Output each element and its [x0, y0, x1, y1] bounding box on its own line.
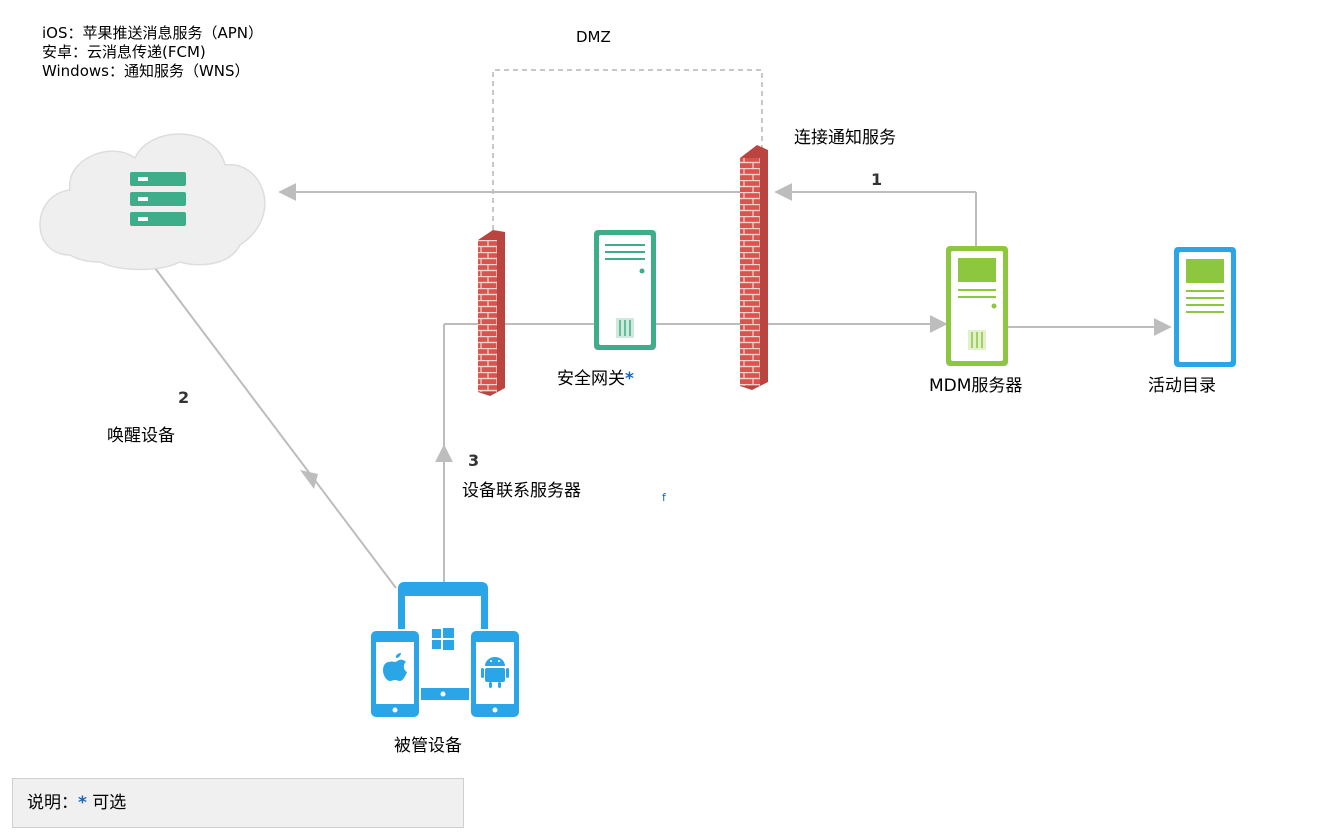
- connect-notification-label: 连接通知服务: [794, 128, 896, 148]
- stray-mark: f: [662, 491, 666, 504]
- mdm-server-icon: [946, 246, 1008, 366]
- note-label: 说明：: [27, 793, 78, 813]
- note-text: 可选: [92, 793, 127, 813]
- active-directory-label: 活动目录: [1148, 376, 1216, 396]
- android-icon: [481, 657, 509, 688]
- legend-windows: Windows：通知服务（WNS）: [42, 62, 250, 80]
- legend-android: 安卓：云消息传递(FCM): [42, 43, 206, 61]
- step-2-label: 2: [178, 388, 190, 407]
- firewall-outer-icon: [740, 145, 768, 390]
- connection-lines: [154, 183, 1172, 589]
- step-3-label: 3: [468, 451, 480, 470]
- step-1-label: 1: [871, 170, 883, 189]
- directory-server-icon: [1174, 247, 1236, 367]
- wake-device-label: 唤醒设备: [107, 426, 175, 446]
- managed-devices-icon: [369, 582, 521, 719]
- push-service-legend: iOS：苹果推送消息服务（APN） 安卓：云消息传递(FCM) Windows：…: [42, 24, 263, 81]
- mdm-server-label: MDM服务器: [929, 376, 1023, 396]
- device-contact-server-label: 设备联系服务器: [462, 481, 581, 501]
- gateway-server-icon: [594, 230, 656, 350]
- apple-icon: [383, 653, 407, 681]
- wake-arrowhead: [300, 470, 318, 489]
- security-gateway-text: 安全网关: [557, 369, 625, 389]
- managed-devices-label: 被管设备: [394, 736, 462, 756]
- optional-marker: *: [625, 369, 634, 389]
- dmz-label: DMZ: [576, 28, 611, 46]
- security-gateway-label: 安全网关*: [557, 369, 634, 389]
- cloud-server-icon: [39, 133, 266, 271]
- note-box: 说明：* 可选: [12, 778, 464, 828]
- dmz-boundary: [492, 69, 763, 230]
- note-line: 说明：* 可选: [27, 788, 126, 813]
- firewall-inner-icon: [478, 230, 505, 396]
- legend-ios: iOS：苹果推送消息服务（APN）: [42, 24, 264, 42]
- note-marker: *: [78, 793, 87, 813]
